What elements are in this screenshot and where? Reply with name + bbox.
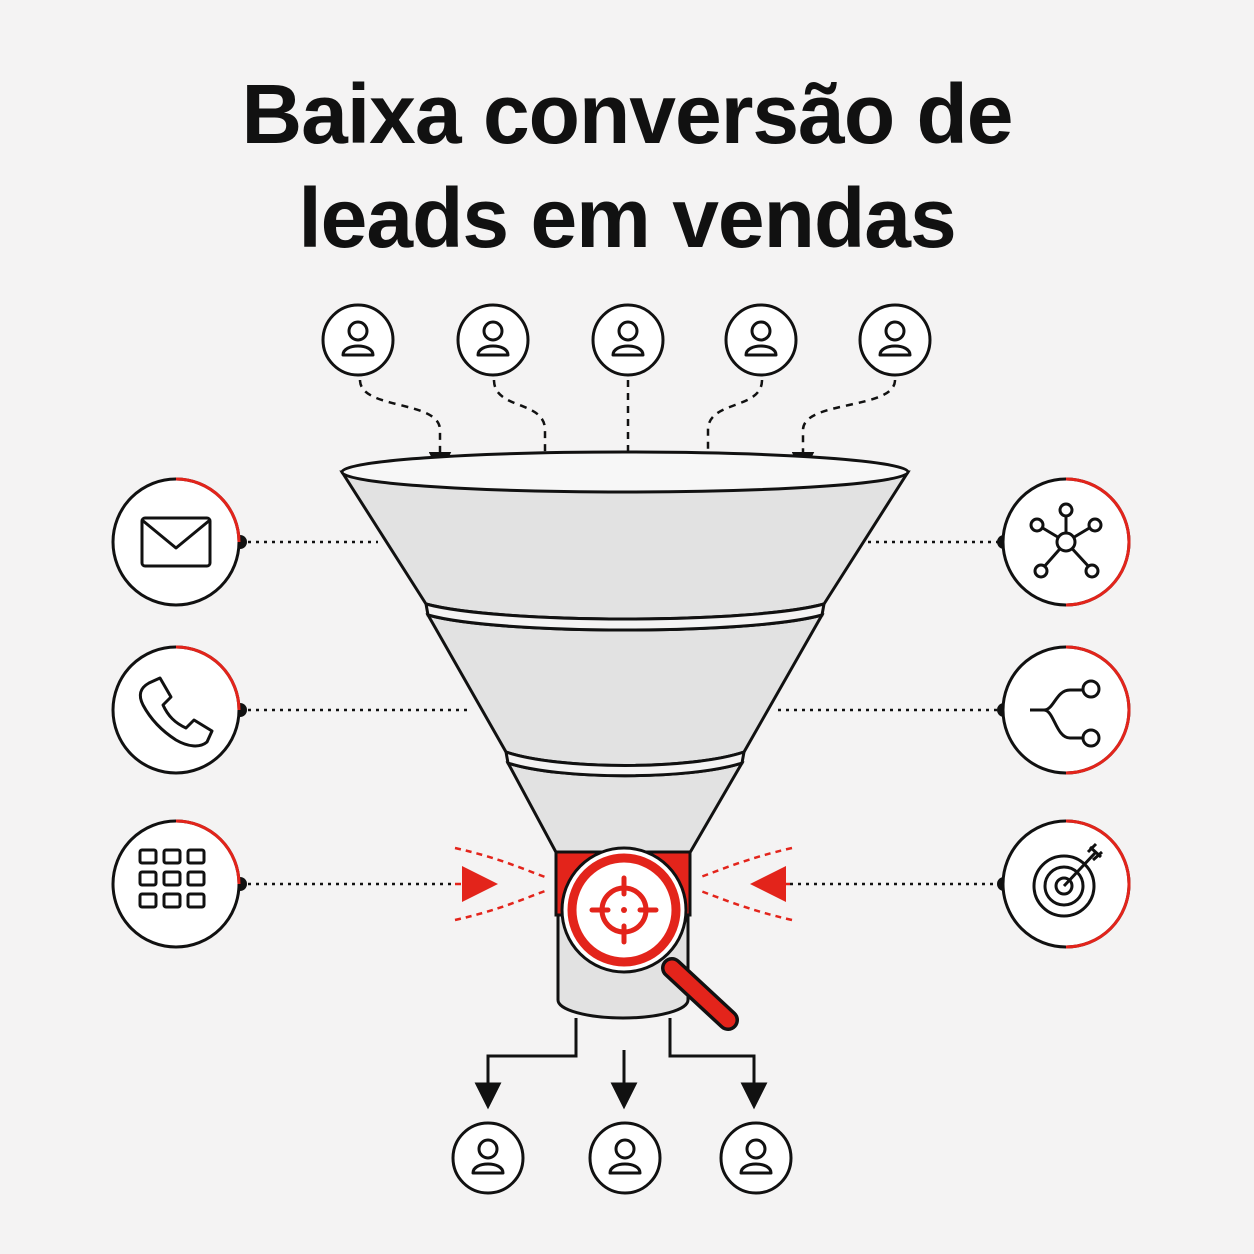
converted-user-icon bbox=[588, 1121, 662, 1195]
lead-user-icon bbox=[456, 303, 530, 377]
lead-user-icon bbox=[591, 303, 665, 377]
output-arrow bbox=[668, 1018, 768, 1110]
converted-user-icon bbox=[451, 1121, 525, 1195]
title-line-1: Baixa conversão de bbox=[241, 67, 1013, 161]
title-line-2: leads em vendas bbox=[298, 171, 956, 265]
page-title: Baixa conversão de leads em vendas bbox=[0, 62, 1254, 270]
lead-user-icon bbox=[724, 303, 798, 377]
converted-leads bbox=[451, 1121, 793, 1195]
right-channels bbox=[1001, 477, 1131, 949]
incoming-arrow bbox=[791, 379, 897, 475]
phone-icon bbox=[111, 645, 241, 775]
grid-icon bbox=[111, 819, 241, 949]
target-arrow-icon bbox=[1001, 819, 1131, 949]
incoming-arrow bbox=[358, 379, 452, 475]
left-channels bbox=[111, 477, 241, 949]
network-icon bbox=[1001, 477, 1131, 607]
funnel-tier-1 bbox=[339, 470, 911, 621]
incoming-arrow bbox=[492, 379, 557, 477]
funnel-tier-2 bbox=[425, 613, 825, 767]
magnifier-crosshair-icon bbox=[560, 846, 739, 1031]
incoming-arrow bbox=[696, 379, 764, 477]
branch-icon bbox=[1001, 645, 1131, 775]
output-arrows bbox=[474, 1018, 768, 1110]
top-leads bbox=[321, 303, 932, 377]
pressure-arrow-right bbox=[750, 866, 786, 902]
bottleneck-pressure bbox=[454, 846, 793, 922]
mail-icon bbox=[111, 477, 241, 607]
side-connectors bbox=[240, 540, 1004, 886]
lead-user-icon bbox=[321, 303, 395, 377]
converted-user-icon bbox=[719, 1121, 793, 1195]
pressure-arrow-left bbox=[462, 866, 498, 902]
output-arrow bbox=[474, 1018, 578, 1110]
funnel-opening bbox=[340, 450, 910, 494]
lead-user-icon bbox=[858, 303, 932, 377]
